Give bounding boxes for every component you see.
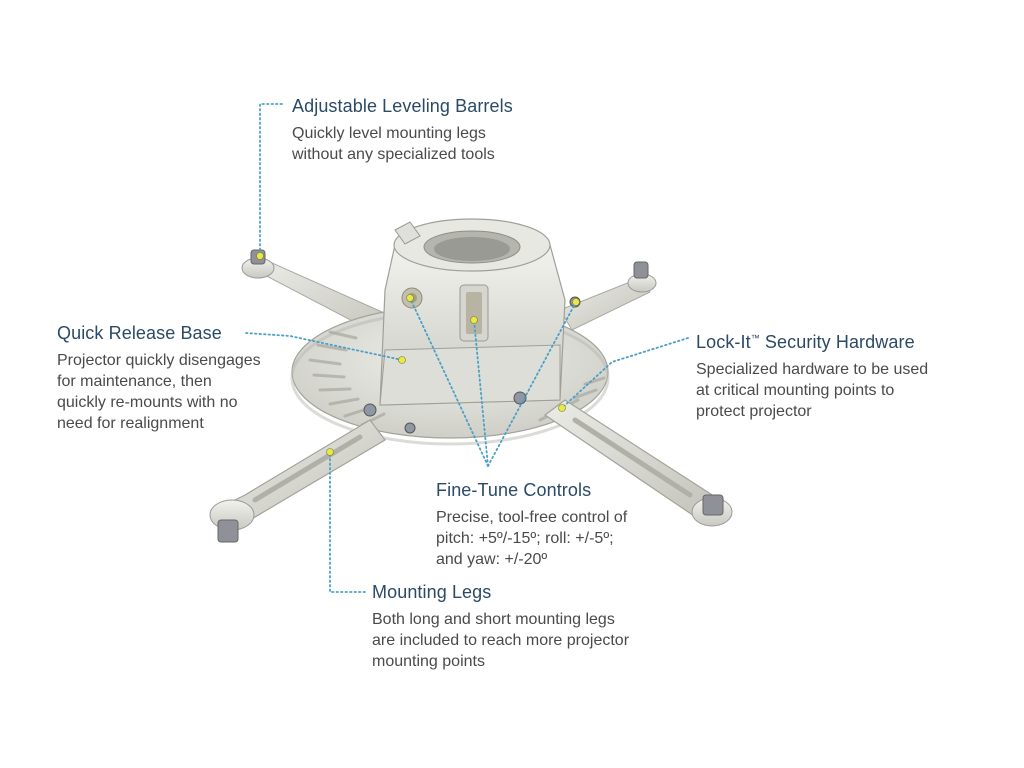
callout-description: Quickly level mounting legs without any … — [292, 123, 513, 165]
title-part: Security Hardware — [759, 332, 915, 352]
callout-leveling-barrels: Adjustable Leveling Barrels Quickly leve… — [292, 95, 513, 165]
desc-line: Precise, tool-free control of — [436, 509, 628, 526]
callout-description: Specialized hardware to be used at criti… — [696, 359, 928, 422]
callout-fine-tune-controls: Fine-Tune Controls Precise, tool-free co… — [436, 479, 627, 570]
desc-line: pitch: +5º/-15º; roll: +/-5º; — [436, 530, 614, 547]
front-right-leg — [543, 399, 733, 527]
fine-tune-leader-1 — [409, 297, 489, 467]
lock-it-leader — [561, 337, 689, 409]
callout-title: Quick Release Base — [57, 323, 222, 343]
desc-line: Projector quickly disengages — [57, 352, 261, 369]
leader-lines — [245, 103, 689, 593]
callout-description: Both long and short mounting legs are in… — [372, 609, 629, 672]
callout-title: Mounting Legs — [372, 582, 492, 602]
mounting-leg-marker — [326, 448, 334, 456]
desc-line: for maintenance, then — [57, 373, 212, 390]
desc-line: Both long and short mounting legs — [372, 611, 615, 628]
desc-line: mounting points — [372, 653, 485, 670]
leveling-barrel-marker — [256, 252, 264, 260]
callout-description: Precise, tool-free control of pitch: +5º… — [436, 507, 627, 570]
desc-line: and yaw: +/-20º — [436, 551, 548, 568]
fine-tune-leader-2 — [473, 319, 489, 467]
fine-tune-leader-3 — [487, 301, 577, 467]
title-part: Lock-It — [696, 332, 751, 352]
desc-line: protect projector — [696, 403, 812, 420]
callout-description: Projector quickly disengages for mainten… — [57, 350, 261, 434]
quick-release-marker — [398, 356, 406, 364]
mounting-legs-leader — [329, 451, 366, 593]
desc-line: need for realignment — [57, 415, 204, 432]
desc-line: Quickly level mounting legs — [292, 125, 486, 142]
markers — [256, 252, 580, 456]
desc-line: at critical mounting points to — [696, 382, 895, 399]
callout-title: Adjustable Leveling Barrels — [292, 96, 513, 116]
trademark-symbol: ™ — [750, 333, 760, 343]
leveling-barrels-leader — [259, 103, 283, 257]
fine-tune-marker-1 — [406, 294, 414, 302]
lock-it-marker — [558, 404, 566, 412]
desc-line: quickly re-mounts with no — [57, 394, 238, 411]
front-left-leg — [209, 419, 386, 543]
quick-release-leader — [245, 332, 403, 361]
callout-lock-it-security: Lock-It™ Security Hardware Specialized h… — [696, 327, 928, 422]
callout-title: Lock-It™ Security Hardware — [696, 327, 928, 353]
desc-line: are included to reach more projector — [372, 632, 630, 649]
desc-line: without any specialized tools — [292, 146, 495, 163]
callout-title: Fine-Tune Controls — [436, 480, 592, 500]
desc-line: Specialized hardware to be used — [696, 361, 929, 378]
fine-tune-marker-3 — [572, 298, 580, 306]
central-hub — [363, 218, 581, 434]
rear-right-leg — [559, 261, 657, 331]
callout-mounting-legs: Mounting Legs Both long and short mounti… — [372, 581, 629, 672]
callout-quick-release-base: Quick Release Base Projector quickly dis… — [57, 322, 261, 434]
fine-tune-marker-2 — [470, 316, 478, 324]
